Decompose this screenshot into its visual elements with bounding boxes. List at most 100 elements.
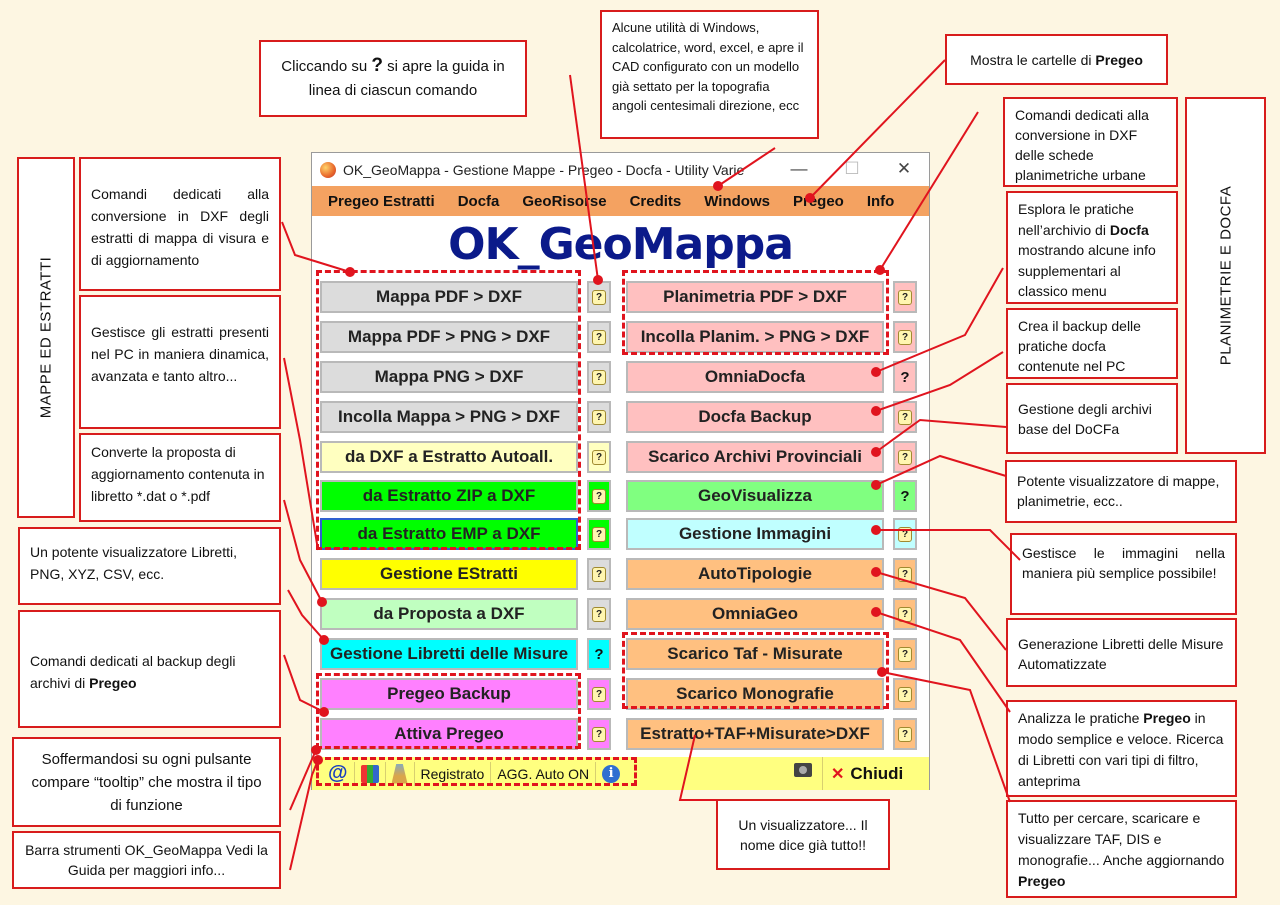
button-mappa-pdf-dxf[interactable]: Mappa PDF > DXF — [320, 281, 578, 313]
button-docfa-backup[interactable]: Docfa Backup — [626, 401, 884, 433]
callout-text: Crea il backup delle pratiche docfa cont… — [1018, 318, 1141, 374]
help-symbol: ? — [371, 55, 383, 76]
menu-info[interactable]: Info — [866, 192, 895, 210]
minimize-button[interactable]: — — [790, 159, 808, 178]
help-button-mappa-pdf-png-dxf[interactable]: ? — [587, 321, 611, 353]
help-button-da-dxf-a-estratto-autoall[interactable]: ? — [587, 441, 611, 473]
button-estratto-taf-misurate-dxf[interactable]: Estratto+TAF+Misurate>DXF — [626, 718, 884, 750]
callout-text: Un potente visualizzatore Libretti, PNG,… — [30, 544, 237, 582]
help-button-scarico-monografie[interactable]: ? — [893, 678, 917, 710]
title-bar: OK_GeoMappa - Gestione Mappe - Pregeo - … — [312, 153, 929, 186]
app-globe-icon — [320, 161, 336, 178]
button-gestione-estratti[interactable]: Gestione EStratti — [320, 558, 578, 590]
maximize-button[interactable]: ☐ — [844, 159, 860, 178]
callout-immagini: Gestisce le immagini nella maniera più s… — [1010, 533, 1237, 615]
help-button-attiva-pregeo[interactable]: ? — [587, 718, 611, 750]
button-da-proposta-a-dxf[interactable]: da Proposta a DXF — [320, 598, 578, 630]
button-mappa-pdf-png-dxf[interactable]: Mappa PDF > PNG > DXF — [320, 321, 578, 353]
callout-visualizzatore: Un visualizzatore... Il nome dice già tu… — [716, 799, 890, 870]
help-button-estratto-taf-misurate-dxf[interactable]: ? — [893, 718, 917, 750]
help-button-da-estratto-emp-a-dxf[interactable]: ? — [587, 518, 611, 550]
help-button-docfa-backup[interactable]: ? — [893, 401, 917, 433]
window-title: OK_GeoMappa - Gestione Mappe - Pregeo - … — [343, 161, 745, 178]
callout-bold: Pregeo — [89, 675, 137, 691]
callout-text: Soffermandosi su ogni pulsante compare “… — [31, 750, 262, 814]
help-button-mappa-pdf-dxf[interactable]: ? — [587, 281, 611, 313]
button-autotipologie[interactable]: AutoTipologie — [626, 558, 884, 590]
help-button-geovisualizza[interactable]: ? — [893, 480, 917, 512]
close-window-button[interactable]: ✕ — [896, 159, 912, 178]
menu-georisorse[interactable]: GeoRisorse — [522, 192, 607, 210]
button-incolla-mappa-png-dxf[interactable]: Incolla Mappa > PNG > DXF — [320, 401, 578, 433]
auto-update-button[interactable]: AGG. Auto ON — [491, 761, 597, 786]
button-omniadocfa[interactable]: OmniaDocfa — [626, 361, 884, 393]
callout-geovisualizza: Potente visualizzatore di mappe, planime… — [1005, 460, 1237, 523]
button-scarico-taf-misurate[interactable]: Scarico Taf - Misurate — [626, 638, 884, 670]
help-note-icon: ? — [592, 488, 606, 504]
menu-windows[interactable]: Windows — [704, 192, 770, 210]
menu-docfa[interactable]: Docfa — [457, 192, 500, 210]
help-button-planimetria-pdf-dxf[interactable]: ? — [893, 281, 917, 313]
button-planimetria-pdf-dxf[interactable]: Planimetria PDF > DXF — [626, 281, 884, 313]
callout-bold: Docfa — [1109, 221, 1149, 238]
menu-bar: Pregeo Estratti Docfa GeoRisorse Credits… — [312, 186, 929, 216]
help-button-omniadocfa[interactable]: ? — [893, 361, 917, 393]
help-button-da-proposta-a-dxf[interactable]: ? — [587, 598, 611, 630]
group-toolbar — [316, 757, 637, 786]
callout-text: Alcune utilità di Windows, calcolatrice,… — [612, 20, 804, 113]
button-scarico-monografie[interactable]: Scarico Monografie — [626, 678, 884, 710]
callout-pregeo-backup: Comandi dedicati al backup degli archivi… — [18, 610, 281, 728]
callout-text: mostrando alcune info supplementari al c… — [1018, 242, 1156, 299]
button-da-estratto-zip-a-dxf[interactable]: da Estratto ZIP a DXF — [320, 480, 578, 512]
menu-pregeo-estratti[interactable]: Pregeo Estratti — [328, 192, 435, 210]
x-icon: ✕ — [831, 765, 845, 783]
help-note-icon: ? — [592, 686, 606, 702]
help-note-icon: ? — [592, 566, 606, 582]
button-gestione-immagini[interactable]: Gestione Immagini — [626, 518, 884, 550]
help-note-icon: ? — [592, 409, 606, 425]
help-button-incolla-planim-png-dxf[interactable]: ? — [893, 321, 917, 353]
help-note-icon: ? — [592, 289, 606, 305]
flags-button[interactable] — [355, 761, 386, 786]
question-icon: ? — [900, 368, 910, 386]
close-app-button[interactable]: ✕ Chiudi — [822, 757, 903, 790]
button-da-dxf-a-estratto-autoall[interactable]: da DXF a Estratto Autoall. — [320, 441, 578, 473]
callout-text: Mostra le cartelle di — [970, 51, 1096, 68]
button-omniageo[interactable]: OmniaGeo — [626, 598, 884, 630]
help-note-icon: ? — [592, 329, 606, 345]
help-button-gestione-estratti[interactable]: ? — [587, 558, 611, 590]
button-incolla-planim-png-dxf[interactable]: Incolla Planim. > PNG > DXF — [626, 321, 884, 353]
help-button-scarico-archivi-provinciali[interactable]: ? — [893, 441, 917, 473]
email-button[interactable]: @ — [322, 761, 355, 786]
help-button-pregeo-backup[interactable]: ? — [587, 678, 611, 710]
pregeo-launch-button[interactable] — [386, 761, 415, 786]
help-button-autotipologie[interactable]: ? — [893, 558, 917, 590]
menu-credits[interactable]: Credits — [629, 192, 682, 210]
callout-estratti-dxf: Comandi dedicati alla conversione in DXF… — [79, 157, 281, 291]
help-button-omniageo[interactable]: ? — [893, 598, 917, 630]
help-button-da-estratto-zip-a-dxf[interactable]: ? — [587, 480, 611, 512]
help-button-gestione-immagini[interactable]: ? — [893, 518, 917, 550]
callout-text: Gestisce le immagini nella maniera più s… — [1022, 545, 1225, 581]
info-button[interactable]: i — [596, 762, 626, 786]
help-button-mappa-png-dxf[interactable]: ? — [587, 361, 611, 393]
button-geovisualizza[interactable]: GeoVisualizza — [626, 480, 884, 512]
info-icon: i — [602, 764, 621, 783]
button-gestione-libretti-delle-misure[interactable]: Gestione Libretti delle Misure — [320, 638, 578, 670]
button-attiva-pregeo[interactable]: Attiva Pregeo — [320, 718, 578, 750]
group-planimetrie — [622, 270, 889, 355]
callout-text: Potente visualizzatore di mappe, planime… — [1017, 473, 1220, 509]
help-button-gestione-libretti-delle-misure[interactable]: ? — [587, 638, 611, 670]
menu-pregeo[interactable]: Pregeo — [792, 192, 844, 210]
registered-button[interactable]: Registrato — [415, 761, 492, 786]
callout-proposta: Converte la proposta di aggiornamento co… — [79, 433, 281, 522]
button-mappa-png-dxf[interactable]: Mappa PNG > DXF — [320, 361, 578, 393]
callout-planimetrie: Comandi dedicati alla conversione in DXF… — [1003, 97, 1178, 187]
camera-icon[interactable] — [794, 763, 812, 777]
help-button-incolla-mappa-png-dxf[interactable]: ? — [587, 401, 611, 433]
help-note-icon: ? — [898, 686, 912, 702]
button-pregeo-backup[interactable]: Pregeo Backup — [320, 678, 578, 710]
help-button-scarico-taf-misurate[interactable]: ? — [893, 638, 917, 670]
help-note-icon: ? — [592, 369, 606, 385]
button-scarico-archivi-provinciali[interactable]: Scarico Archivi Provinciali — [626, 441, 884, 473]
